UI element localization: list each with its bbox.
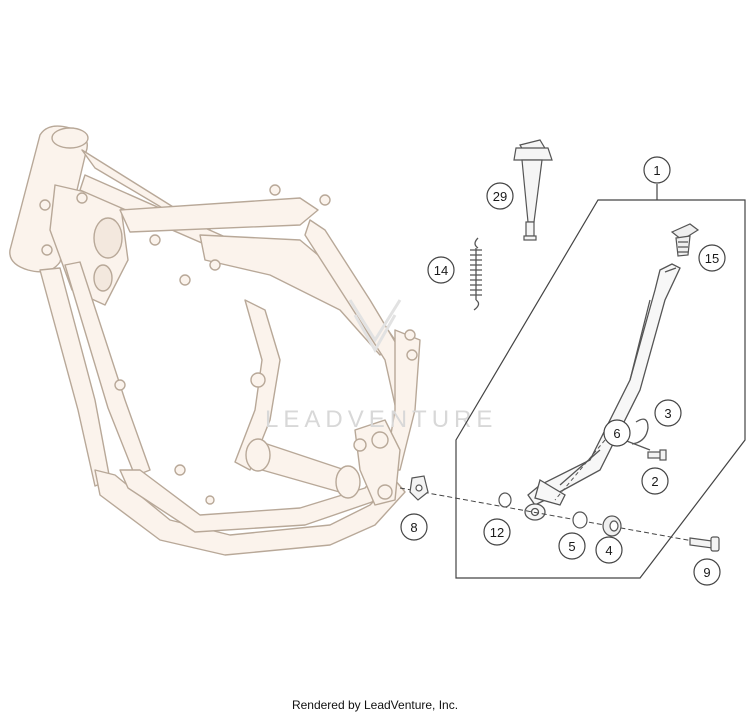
washer-5	[572, 511, 588, 529]
callout-9-label: 9	[703, 565, 710, 580]
washer-12	[498, 492, 512, 508]
bracket-part	[409, 475, 429, 501]
callout-1-label: 1	[653, 163, 660, 178]
leader-line-2	[554, 439, 606, 501]
callout-2-label: 2	[651, 474, 658, 489]
bolt-2	[647, 449, 667, 461]
callout-12	[483, 518, 511, 546]
rubber-foot-part	[670, 223, 700, 257]
callout-2	[641, 467, 669, 495]
callout-14-label: 14	[434, 263, 448, 278]
callout-1	[643, 156, 671, 184]
watermark-logo	[348, 299, 402, 354]
callout-labels: 1 29 14 15 3 6 2 8 12 5 4 9	[410, 163, 719, 580]
callout-8	[400, 513, 428, 541]
callout-5-label: 5	[568, 539, 575, 554]
tool-part	[513, 139, 553, 241]
callout-8-label: 8	[410, 520, 417, 535]
bolt-9	[689, 536, 720, 552]
callout-9	[693, 558, 721, 586]
motorcycle-frame	[9, 125, 421, 556]
callout-29	[486, 182, 514, 210]
callouts	[400, 156, 726, 586]
callout-4	[595, 536, 623, 564]
callout-6-label: 6	[613, 426, 620, 441]
callout-3	[654, 399, 682, 427]
callout-15	[698, 244, 726, 272]
assembly-axis	[399, 487, 716, 546]
watermark-text: LEADVENTURE	[265, 406, 497, 433]
callout-14	[427, 256, 455, 284]
callout-15-label: 15	[705, 251, 719, 266]
callout-4-label: 4	[605, 543, 612, 558]
callout-5	[558, 532, 586, 560]
callout-6	[603, 419, 631, 447]
render-credit: Rendered by LeadVenture, Inc.	[291, 698, 459, 712]
callout-29-label: 29	[493, 189, 507, 204]
kit-boundary	[455, 199, 746, 579]
callout-3-label: 3	[664, 406, 671, 421]
spring-part	[470, 237, 482, 311]
callout-12-label: 12	[490, 525, 504, 540]
bushing-4	[602, 515, 622, 537]
